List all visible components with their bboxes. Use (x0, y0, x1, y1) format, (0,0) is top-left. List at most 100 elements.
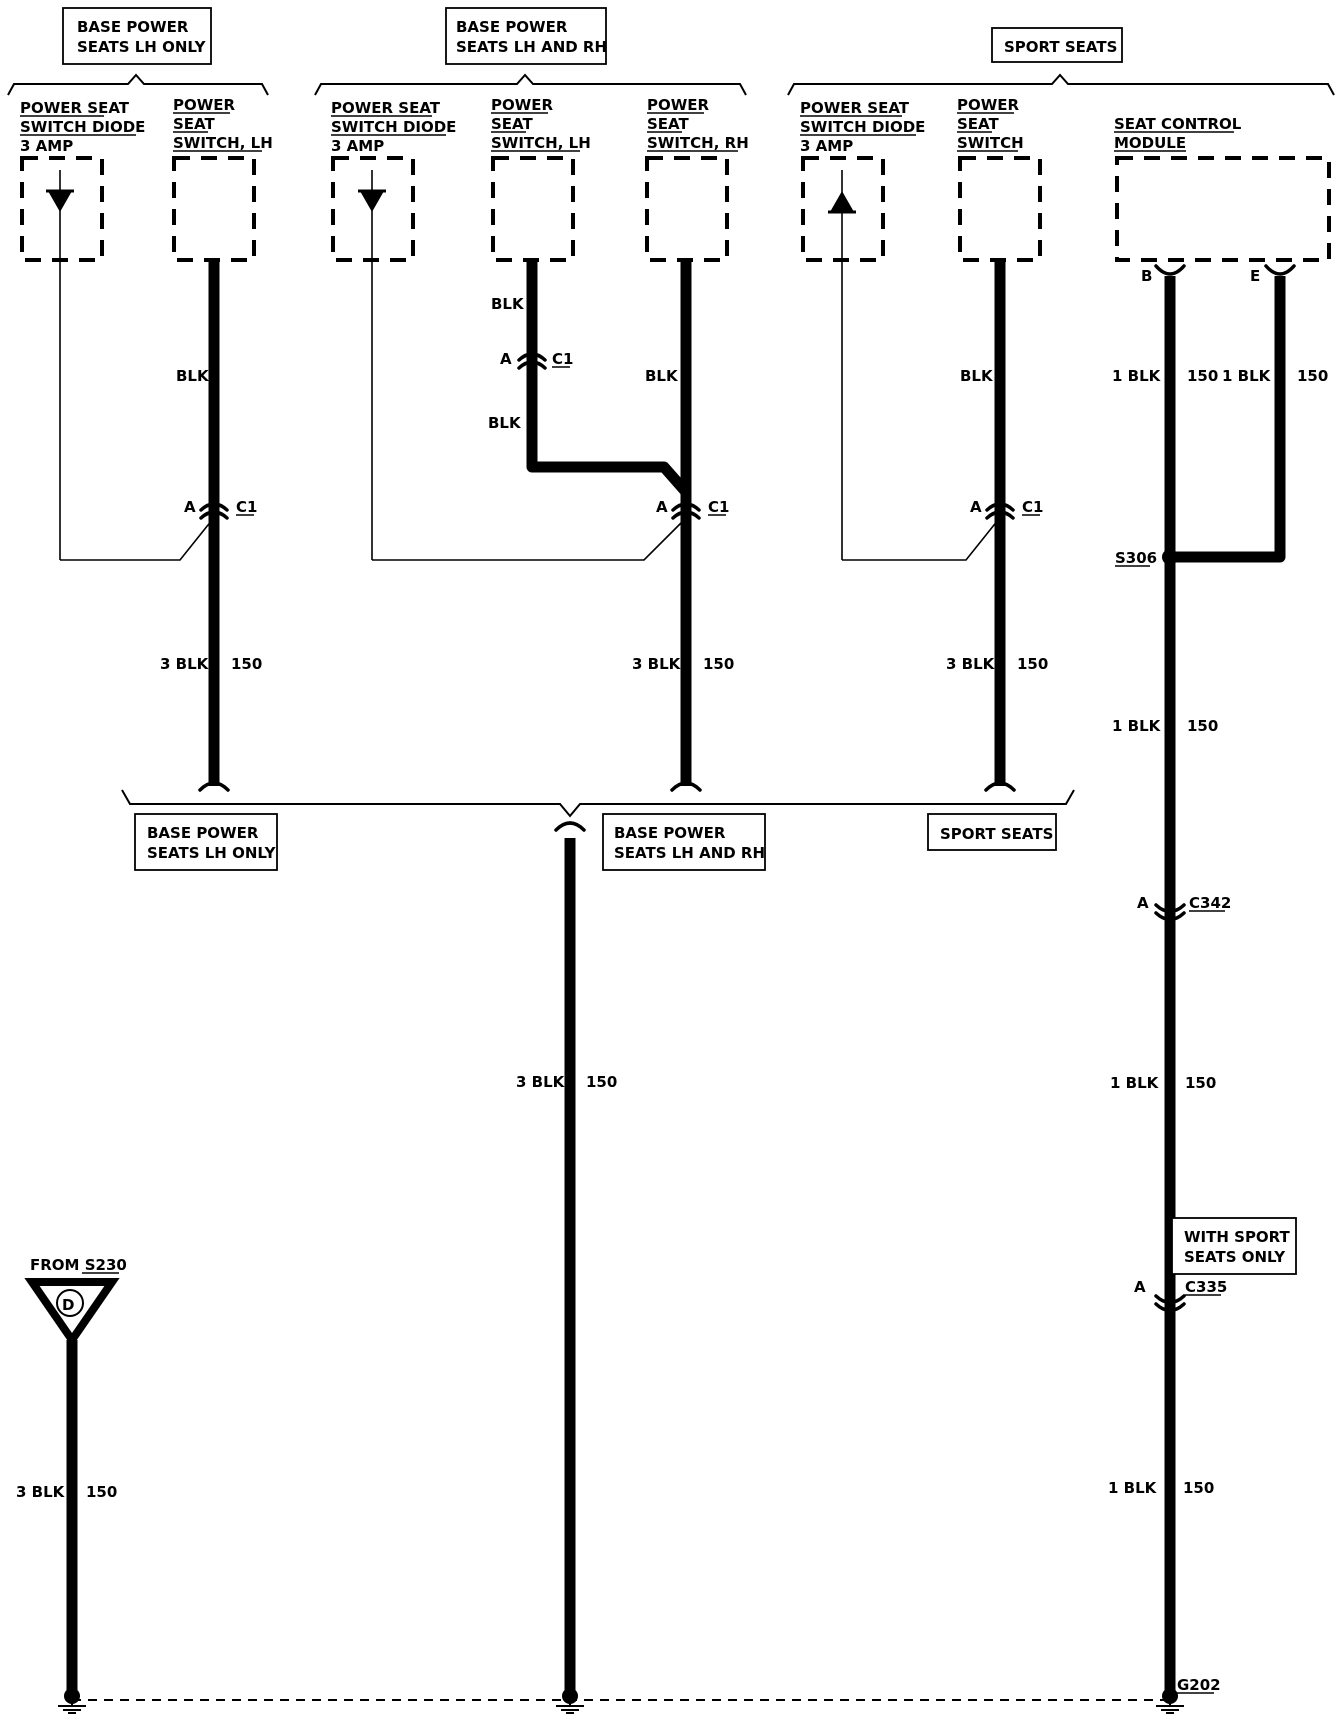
splice-s306-dot (1162, 549, 1178, 565)
svg-text:150: 150 (1187, 717, 1218, 735)
group-box-base-lh-only-bottom: BASE POWER SEATS LH ONLY (134, 813, 278, 871)
svg-text:SEATS LH ONLY: SEATS LH ONLY (77, 38, 207, 56)
ground-icon (58, 1700, 1184, 1714)
connector-c1-sport (985, 502, 1015, 520)
from-s230-label: FROM S230 (30, 1256, 127, 1274)
wire-labels: BLK BLK BLK BLK BLK 3 BLK 150 3 BLK 150 … (16, 295, 1328, 1501)
seat-control-module-box (1115, 156, 1331, 262)
brace-top-lh-only (7, 73, 269, 96)
connector-label-underlines (236, 366, 1225, 1694)
svg-text:C1: C1 (552, 350, 573, 368)
svg-text:SEATS ONLY: SEATS ONLY (1184, 1248, 1286, 1266)
svg-text:A: A (656, 498, 668, 516)
switch-lh-box-1 (172, 156, 256, 262)
svg-text:150: 150 (703, 655, 734, 673)
svg-text:1 BLK: 1 BLK (1108, 1479, 1158, 1497)
svg-text:150: 150 (1017, 655, 1048, 673)
svg-text:SWITCH, LH: SWITCH, LH (491, 134, 591, 152)
label-switch-lh-2: POWER SEAT SWITCH, LH (491, 96, 591, 152)
label-diode-1: POWER SEAT SWITCH DIODE 3 AMP (20, 99, 145, 155)
svg-text:SEAT CONTROL: SEAT CONTROL (1114, 115, 1242, 133)
svg-text:A: A (184, 498, 196, 516)
with-sport-seats-only-box: WITH SPORT SEATS ONLY (1171, 1217, 1297, 1275)
diode-icon (830, 191, 854, 212)
svg-text:BASE POWER: BASE POWER (77, 18, 189, 36)
svg-text:A: A (500, 350, 512, 368)
svg-text:150: 150 (1187, 367, 1218, 385)
svg-text:BASE POWER: BASE POWER (456, 18, 568, 36)
svg-text:FROM S230: FROM S230 (30, 1256, 127, 1274)
label-diode-2: POWER SEAT SWITCH DIODE 3 AMP (331, 99, 456, 155)
svg-text:1 BLK: 1 BLK (1112, 717, 1162, 735)
svg-text:POWER: POWER (647, 96, 710, 114)
svg-text:SWITCH DIODE: SWITCH DIODE (800, 118, 925, 136)
ground-connection (64, 1688, 1178, 1704)
svg-text:POWER SEAT: POWER SEAT (20, 99, 130, 117)
splice-pack-triangle-icon: D (24, 1278, 120, 1348)
brace-top-sport (787, 73, 1335, 96)
svg-text:BASE POWER: BASE POWER (147, 824, 259, 842)
group-box-base-lh-rh-top: BASE POWER SEATS LH AND RH (445, 7, 607, 65)
diode-box-3 (801, 156, 885, 560)
switch-rh-box-2 (645, 156, 729, 262)
svg-text:1 BLK: 1 BLK (1112, 367, 1162, 385)
pin-labels: A C1 A C1 A C1 A C1 B E A C342 A C335 S3… (184, 267, 1260, 1694)
svg-text:1 BLK: 1 BLK (1222, 367, 1272, 385)
svg-text:A: A (1137, 894, 1149, 912)
brace-bottom (121, 789, 1075, 818)
diode-feed-lines (60, 519, 999, 561)
svg-text:C342: C342 (1189, 894, 1231, 912)
svg-text:BLK: BLK (491, 295, 525, 313)
svg-text:150: 150 (1297, 367, 1328, 385)
svg-text:POWER: POWER (173, 96, 236, 114)
svg-text:SEAT: SEAT (491, 115, 533, 133)
svg-text:3 AMP: 3 AMP (800, 137, 853, 155)
svg-text:BLK: BLK (488, 414, 522, 432)
svg-text:D: D (62, 1296, 74, 1314)
label-seat-control-module: SEAT CONTROL MODULE (1114, 115, 1242, 152)
switch-lh-box-2 (491, 156, 575, 262)
component-label-underlines (20, 112, 1234, 152)
svg-text:3 AMP: 3 AMP (20, 137, 73, 155)
label-switch-lh-1: POWER SEAT SWITCH, LH (173, 96, 273, 152)
connector-c1-rh (671, 502, 701, 520)
svg-text:SPORT SEATS: SPORT SEATS (940, 825, 1053, 843)
group-box-base-lh-only-top: BASE POWER SEATS LH ONLY (62, 7, 212, 65)
diode-box-2 (331, 156, 415, 560)
group-box-sport-seats-bottom: SPORT SEATS (927, 813, 1057, 851)
svg-text:SEAT: SEAT (647, 115, 689, 133)
svg-text:3 BLK: 3 BLK (16, 1483, 66, 1501)
svg-text:SEATS LH AND RH: SEATS LH AND RH (614, 844, 765, 862)
svg-text:150: 150 (231, 655, 262, 673)
svg-text:POWER SEAT: POWER SEAT (800, 99, 910, 117)
svg-text:SEATS LH AND RH: SEATS LH AND RH (456, 38, 607, 56)
svg-text:3 BLK: 3 BLK (632, 655, 682, 673)
svg-text:150: 150 (1183, 1479, 1214, 1497)
svg-text:BLK: BLK (176, 367, 210, 385)
svg-text:3 BLK: 3 BLK (160, 655, 210, 673)
svg-text:3 BLK: 3 BLK (516, 1073, 566, 1091)
svg-text:SWITCH DIODE: SWITCH DIODE (331, 118, 456, 136)
svg-text:1 BLK: 1 BLK (1110, 1074, 1160, 1092)
svg-text:C1: C1 (236, 498, 257, 516)
label-switch-3: POWER SEAT SWITCH (957, 96, 1024, 152)
svg-text:150: 150 (1185, 1074, 1216, 1092)
wire-ends-bottom-brace (198, 781, 1016, 832)
connector-c335 (1154, 1294, 1186, 1313)
brace-top-lh-rh (314, 73, 747, 96)
svg-text:SWITCH, LH: SWITCH, LH (173, 134, 273, 152)
svg-text:POWER: POWER (491, 96, 554, 114)
svg-text:B: B (1141, 267, 1152, 285)
connector-module-pins (1154, 264, 1296, 276)
svg-text:SWITCH, RH: SWITCH, RH (647, 134, 749, 152)
svg-text:SWITCH: SWITCH (957, 134, 1024, 152)
svg-text:SEAT: SEAT (957, 115, 999, 133)
connector-c1-lh-only (199, 502, 229, 520)
svg-text:A: A (970, 498, 982, 516)
connector-c342 (1154, 903, 1186, 922)
svg-text:C1: C1 (1022, 498, 1043, 516)
svg-text:SWITCH DIODE: SWITCH DIODE (20, 118, 145, 136)
svg-text:WITH SPORT: WITH SPORT (1184, 1228, 1291, 1246)
svg-text:C1: C1 (708, 498, 729, 516)
svg-text:G202: G202 (1177, 1676, 1221, 1694)
